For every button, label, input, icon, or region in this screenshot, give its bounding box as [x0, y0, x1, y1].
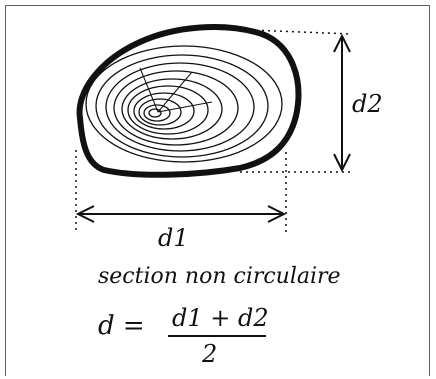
d1-arrow	[75, 205, 287, 223]
page-frame	[5, 5, 430, 376]
d2-arrow	[333, 33, 351, 173]
d1-label: d1	[158, 224, 189, 252]
d2-label: d2	[352, 90, 383, 118]
formula-lhs: d =	[98, 311, 145, 341]
formula-numerator: d1 + d2	[172, 304, 269, 332]
radial-cracks	[139, 67, 213, 113]
growth-rings	[85, 45, 283, 163]
log-section-outline	[76, 24, 302, 178]
caption: section non circulaire	[98, 264, 341, 289]
formula-denominator: 2	[201, 340, 217, 368]
projection-lines	[75, 29, 353, 232]
